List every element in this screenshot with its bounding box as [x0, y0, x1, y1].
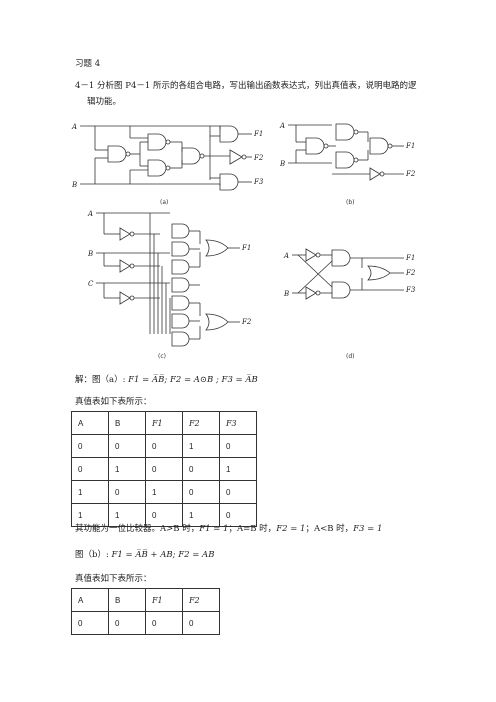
label-c-a: A	[87, 210, 93, 218]
table-row: 1 1 0 1 0	[71, 503, 257, 527]
table-intro-1: 真值表如下表所示：	[75, 397, 152, 407]
cell: 0	[219, 434, 257, 458]
function-eq: F1 = 1	[199, 524, 229, 534]
caption-d: (d)	[346, 353, 355, 360]
table-row: 0 0 0 1 0	[71, 434, 257, 458]
function-description: 其功能为一位比较器。A>B 时，F1 = 1；A=B 时，F2 = 1；A<B …	[75, 523, 382, 535]
label-b-f2: F2	[405, 170, 416, 178]
header-cell: F1	[145, 411, 183, 435]
solution-b-prefix: 图（b）:	[75, 550, 109, 560]
cell: 1	[145, 480, 183, 504]
cell: 0	[145, 457, 183, 481]
label-a-f3: F3	[253, 178, 264, 186]
circuit-d: A B F1 F2 F3 (d)	[283, 248, 416, 360]
solution-a-prefix: 解：图（a）:	[75, 375, 126, 385]
table-row: 0 1 0 0 1	[71, 457, 257, 481]
header-cell: A	[71, 588, 109, 612]
cell: 0	[108, 480, 146, 504]
header-cell: A	[71, 411, 109, 435]
table-row: 0 0 0 0	[71, 611, 220, 635]
truth-table-a: A B F1 F2 F3 0 0 0 1 0 0 1 0 0 1 1 0 1 0…	[71, 411, 257, 527]
cell: 0	[108, 611, 146, 635]
solution-a-f2: F2 = A⊙B ;	[169, 375, 219, 385]
label-b-b: B	[279, 160, 285, 168]
table-header-row: A B F1 F2	[71, 588, 220, 612]
label-b-a: A	[279, 122, 285, 130]
cell: 0	[145, 434, 183, 458]
circuit-a: A B F1 F	[71, 123, 264, 206]
question-line-2: 辑功能。	[87, 97, 122, 107]
caption-c: (c)	[158, 353, 166, 360]
function-text-part: ；A<B 时，	[305, 524, 354, 534]
solution-b-f1: F1 = A̅B̅ + AB;	[111, 550, 176, 560]
label-c-f1: F1	[241, 244, 251, 252]
label-b-f1: F1	[405, 142, 415, 150]
cell: 0	[71, 611, 109, 635]
cell: 0	[219, 480, 257, 504]
page-title: 习题 4	[75, 59, 101, 69]
function-eq: F3 = 1	[353, 524, 383, 534]
cell: 0	[145, 503, 183, 527]
circuit-b: A B F1 F2 (b)	[279, 122, 416, 206]
cell: 0	[71, 457, 109, 481]
function-text-part: ；A=B 时，	[228, 524, 277, 534]
c-and-gates	[171, 223, 190, 347]
cell: 0	[219, 503, 257, 527]
function-eq: F2 = 1	[276, 524, 306, 534]
label-a-f1: F1	[253, 130, 263, 138]
caption-a: (a)	[160, 199, 168, 206]
table-intro-2: 真值表如下表所示：	[75, 574, 152, 584]
truth-table-b: A B F1 F2 0 0 0 0	[71, 588, 220, 635]
cell: 0	[182, 480, 220, 504]
cell: 1	[182, 503, 220, 527]
label-b-input: B	[71, 181, 77, 189]
cell: 1	[108, 457, 146, 481]
cell: 1	[71, 503, 109, 527]
circuit-c: A B C	[87, 210, 252, 360]
cell: 0	[108, 434, 146, 458]
cell: 0	[145, 611, 183, 635]
question-line-1: 4－1 分析图 P4－1 所示的各组合电路，写出输出函数表达式，列出真值表，说明…	[75, 81, 417, 91]
function-text-part: 其功能为一位比较器。A>B 时，	[75, 524, 200, 534]
header-cell: F3	[219, 411, 257, 435]
table-row: 1 0 1 0 0	[71, 480, 257, 504]
circuit-figure: A B F1 F	[71, 122, 416, 360]
cell: 0	[182, 611, 220, 635]
cell: 0	[182, 457, 220, 481]
label-d-a: A	[283, 252, 289, 260]
header-cell: F2	[182, 411, 220, 435]
label-c-b: B	[87, 250, 93, 258]
cell: 0	[71, 434, 109, 458]
label-d-f1: F1	[405, 254, 415, 262]
label-d-f2: F2	[405, 269, 416, 277]
label-c-c: C	[88, 280, 94, 288]
header-cell: F2	[182, 588, 220, 612]
header-cell: B	[108, 588, 146, 612]
label-d-b: B	[283, 290, 289, 298]
header-cell: F1	[145, 588, 183, 612]
cell: 1	[71, 480, 109, 504]
label-c-f2: F2	[241, 318, 252, 326]
label-d-f3: F3	[405, 286, 416, 294]
cell: 1	[182, 434, 220, 458]
cell: 1	[219, 457, 257, 481]
table-header-row: A B F1 F2 F3	[71, 411, 257, 435]
label-a-input: A	[71, 123, 77, 131]
solution-a-f3: F3 = A̅B	[221, 375, 258, 385]
solution-b: 图（b）: F1 = A̅B̅ + AB; F2 = AB	[75, 549, 214, 561]
solution-a-f1: F1 = A̅B̅;	[128, 375, 170, 385]
header-cell: B	[108, 411, 146, 435]
solution-a: 解：图（a）: F1 = A̅B̅; F2 = A⊙B ; F3 = A̅B	[75, 374, 258, 386]
solution-b-f2: F2 = AB	[178, 550, 215, 560]
caption-b: (b)	[346, 199, 355, 206]
label-a-f2: F2	[253, 154, 264, 162]
